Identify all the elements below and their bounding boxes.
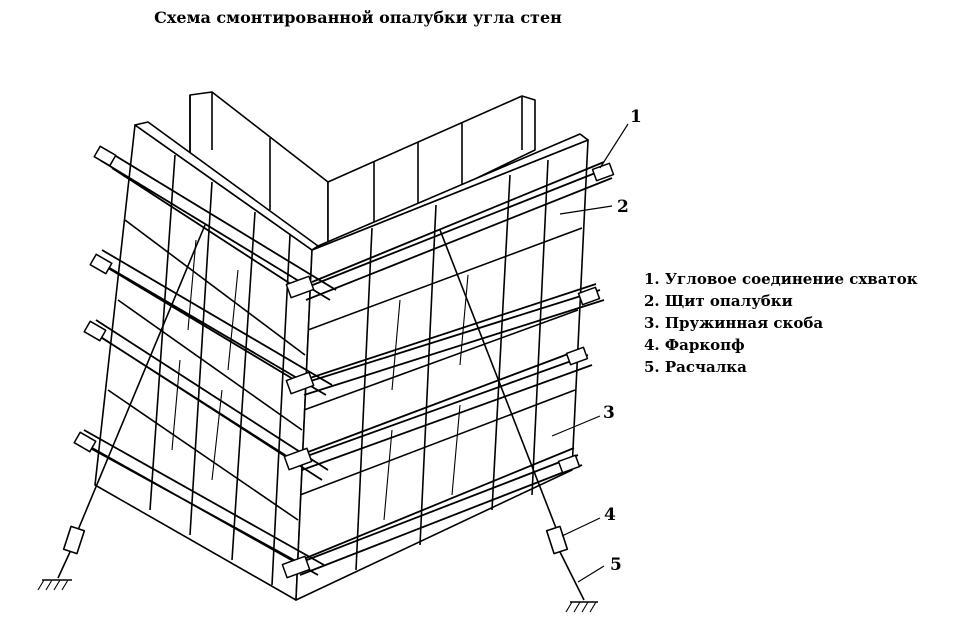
legend-item-3: 3. Пружинная скоба: [644, 314, 824, 332]
legend-item-4: 4. Фаркопф: [644, 336, 745, 354]
callout-numbers: 1 2 3 4 5: [603, 107, 642, 575]
legend: 1. Угловое соединение схваток 2. Щит опа…: [644, 268, 918, 378]
left-brace: [37, 224, 206, 591]
callout-4: 4: [604, 505, 616, 525]
right-brace: [439, 229, 598, 613]
legend-item-1: 1. Угловое соединение схваток: [644, 270, 918, 288]
legend-item-2: 2. Щит опалубки: [644, 292, 793, 310]
corner-clamps: [73, 145, 615, 579]
legend-item-5: 5. Расчалка: [644, 358, 747, 376]
right-walers: [293, 161, 613, 576]
callout-1: 1: [630, 107, 642, 127]
right-formwork-panel: [295, 133, 589, 601]
callout-3: 3: [603, 403, 615, 423]
left-walers: [77, 149, 337, 576]
diagram-title: Схема смонтированной опалубки угла стен: [154, 8, 562, 27]
callout-leaders: [551, 123, 629, 583]
callout-2: 2: [617, 197, 629, 217]
callout-5: 5: [610, 555, 622, 575]
